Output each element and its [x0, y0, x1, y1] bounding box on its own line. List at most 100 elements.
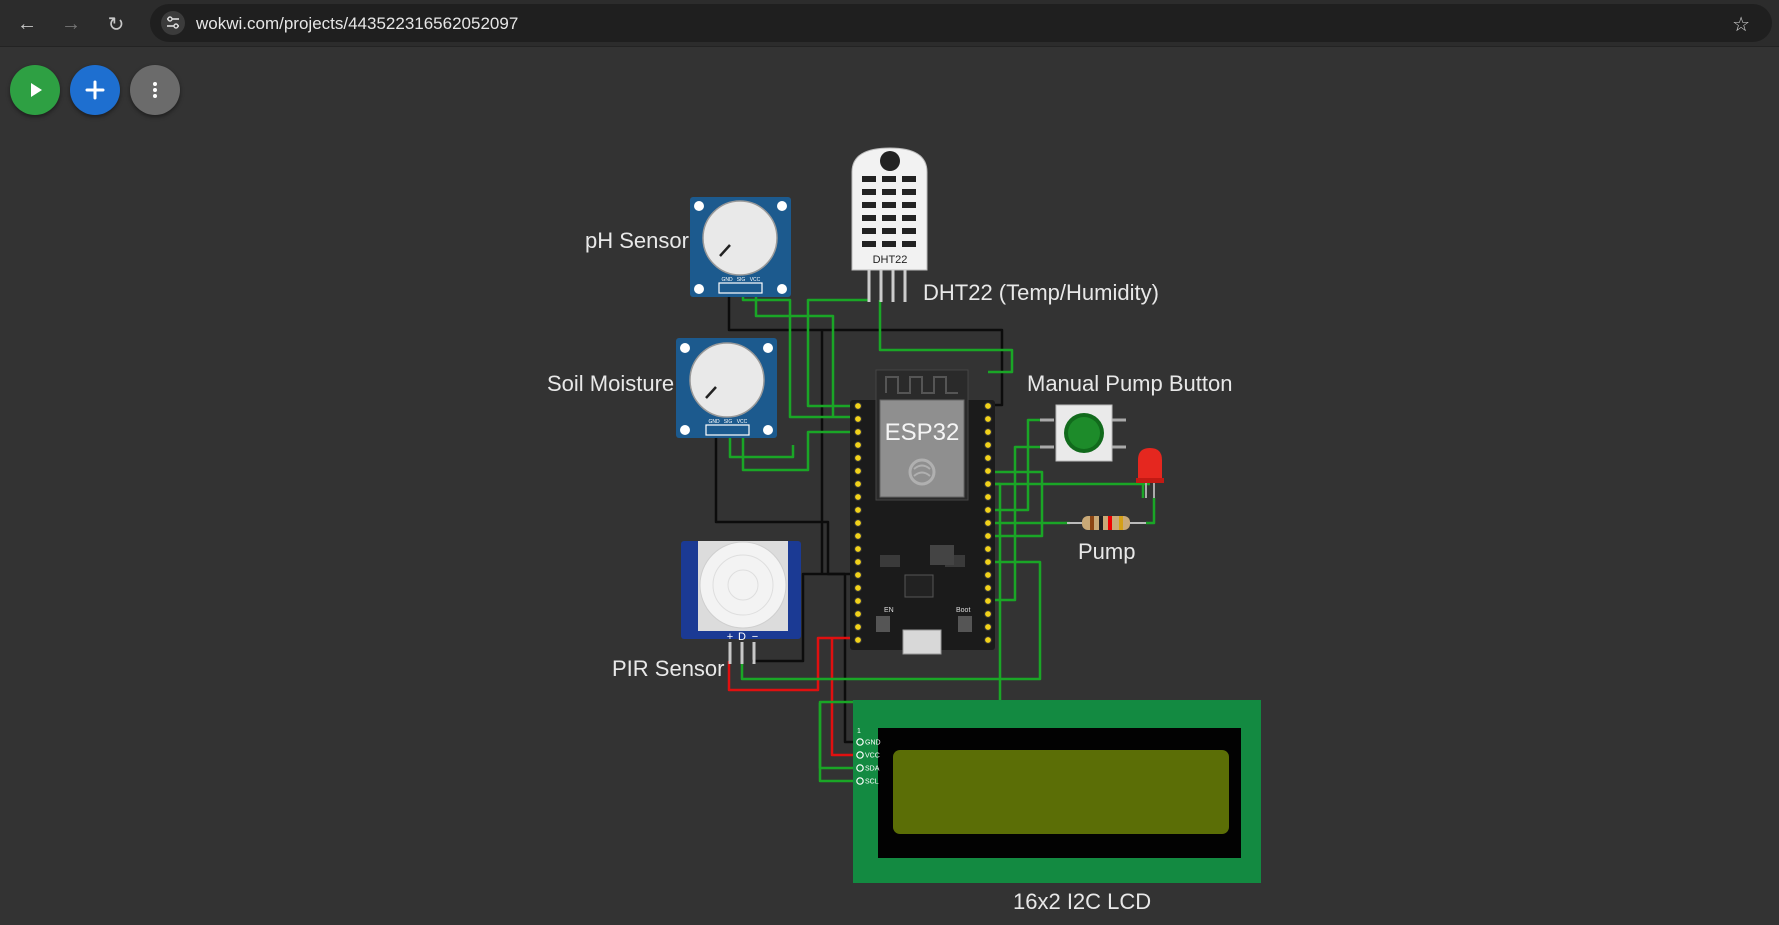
esp32-pin-left[interactable]: [854, 467, 862, 475]
dht22-sensor[interactable]: DHT22: [851, 147, 928, 302]
forward-button[interactable]: →: [58, 11, 84, 37]
more-menu-button[interactable]: [130, 65, 180, 115]
esp32-pin-right[interactable]: [984, 402, 992, 410]
manual-pump-button[interactable]: [1040, 404, 1126, 462]
soil-knob[interactable]: [689, 342, 765, 418]
pir-pin-d: D: [738, 631, 746, 643]
esp32-pin-left[interactable]: [854, 428, 862, 436]
lcd-pin-label: SDA: [865, 766, 880, 773]
wire-lcd-scl: [818, 703, 860, 783]
esp32-pin-right[interactable]: [984, 493, 992, 501]
back-button[interactable]: ←: [14, 11, 40, 37]
arrow-right-icon: →: [61, 12, 81, 35]
esp32-pin-right[interactable]: [984, 467, 992, 475]
label-ph-sensor: pH Sensor: [585, 228, 689, 253]
esp32-pin-right[interactable]: [984, 545, 992, 553]
url-text[interactable]: wokwi.com/projects/443522316562052097: [196, 14, 519, 33]
lcd-pin-scl[interactable]: [856, 777, 864, 785]
esp32-pin-left[interactable]: [854, 493, 862, 501]
plus-icon: [85, 80, 105, 100]
esp32-pin-right[interactable]: [984, 610, 992, 618]
esp32-boot-label: Boot: [956, 607, 970, 614]
resistor[interactable]: [1067, 516, 1146, 530]
circuit-canvas[interactable]: GND SIG VCC GND SIG VCC DHT22: [0, 47, 1779, 925]
pir-pin-minus: −: [752, 631, 758, 643]
esp32-pin-left[interactable]: [854, 545, 862, 553]
lcd-pin-label: VCC: [865, 753, 880, 760]
esp32-pins-left: [854, 402, 862, 644]
ph-sensor-module[interactable]: GND SIG VCC: [690, 197, 791, 297]
esp32-pin-right[interactable]: [984, 506, 992, 514]
esp32-pin-left[interactable]: [854, 402, 862, 410]
label-lcd: 16x2 I2C LCD: [1013, 889, 1152, 914]
esp32-pin-left[interactable]: [854, 519, 862, 527]
esp32-label: ESP32: [885, 419, 960, 446]
arrow-left-icon: ←: [17, 12, 37, 35]
esp32-en-button[interactable]: [876, 616, 890, 632]
label-pir-sensor: PIR Sensor: [612, 656, 725, 681]
soil-pin-sig: SIG: [724, 419, 733, 425]
esp32-pin-left[interactable]: [854, 558, 862, 566]
esp32-board[interactable]: ESP32 EN Boot: [850, 369, 995, 655]
esp32-pin-right[interactable]: [984, 480, 992, 488]
wire-esp-right: [988, 470, 1044, 538]
wire-soil-vcc: [728, 431, 795, 459]
start-simulation-button[interactable]: [10, 65, 60, 115]
esp32-pin-right[interactable]: [984, 623, 992, 631]
esp32-pin-right[interactable]: [984, 519, 992, 527]
esp32-pin-left[interactable]: [854, 506, 862, 514]
star-icon: ☆: [1732, 14, 1750, 36]
lcd-screen: [893, 750, 1229, 834]
label-soil-moisture: Soil Moisture: [547, 371, 675, 396]
esp32-pin-right[interactable]: [984, 571, 992, 579]
esp32-pin-right[interactable]: [984, 441, 992, 449]
esp32-pin-left[interactable]: [854, 415, 862, 423]
esp32-boot-button[interactable]: [958, 616, 972, 632]
esp32-pin-left[interactable]: [854, 584, 862, 592]
esp32-pins-right: [984, 402, 992, 644]
esp32-pin-right[interactable]: [984, 558, 992, 566]
reload-icon: ↻: [107, 13, 125, 36]
esp32-pin-left[interactable]: [854, 571, 862, 579]
browser-toolbar: ← → ↻ wokwi.com/projects/443522316562052…: [0, 0, 1779, 47]
esp32-pin-right[interactable]: [984, 532, 992, 540]
ph-knob[interactable]: [702, 200, 778, 276]
lcd-pin-vcc[interactable]: [856, 751, 864, 759]
label-pump: Pump: [1078, 539, 1136, 564]
bookmark-button[interactable]: ☆: [1732, 12, 1750, 37]
label-manual-pump-button: Manual Pump Button: [1027, 371, 1233, 396]
play-icon: [31, 83, 42, 97]
lcd-pin-gnd[interactable]: [856, 738, 864, 746]
pir-pin-plus: +: [727, 631, 733, 643]
esp32-pin-left[interactable]: [854, 441, 862, 449]
wire-button-1: [988, 418, 1043, 512]
soil-moisture-module[interactable]: GND SIG VCC: [676, 338, 777, 438]
site-info-button[interactable]: [161, 11, 185, 35]
esp32-pin-left[interactable]: [854, 454, 862, 462]
esp32-pin-right[interactable]: [984, 415, 992, 423]
esp32-pin-left[interactable]: [854, 480, 862, 488]
pir-sensor[interactable]: + D −: [681, 541, 801, 664]
red-led[interactable]: [1136, 448, 1164, 498]
reload-button[interactable]: ↻: [103, 11, 129, 37]
esp32-pin-left[interactable]: [854, 597, 862, 605]
wire-pir-gnd: [752, 572, 845, 663]
address-bar[interactable]: wokwi.com/projects/443522316562052097 ☆: [150, 4, 1772, 42]
esp32-pin-left[interactable]: [854, 610, 862, 618]
esp32-pin-left[interactable]: [854, 623, 862, 631]
lcd-pin-label: GND: [865, 740, 881, 747]
add-part-button[interactable]: [70, 65, 120, 115]
esp32-pin-right[interactable]: [984, 428, 992, 436]
more-vert-icon: [153, 82, 157, 98]
esp32-pin-right[interactable]: [984, 454, 992, 462]
esp32-pin-right[interactable]: [984, 597, 992, 605]
esp32-pin-left[interactable]: [854, 636, 862, 644]
esp32-pin-left[interactable]: [854, 532, 862, 540]
wire-ph-gnd: [727, 288, 1004, 407]
esp32-en-label: EN: [884, 607, 894, 614]
esp32-pin-right[interactable]: [984, 636, 992, 644]
wire-pir-out: [740, 560, 1042, 681]
esp32-pin-right[interactable]: [984, 584, 992, 592]
lcd-pin-sda[interactable]: [856, 764, 864, 772]
